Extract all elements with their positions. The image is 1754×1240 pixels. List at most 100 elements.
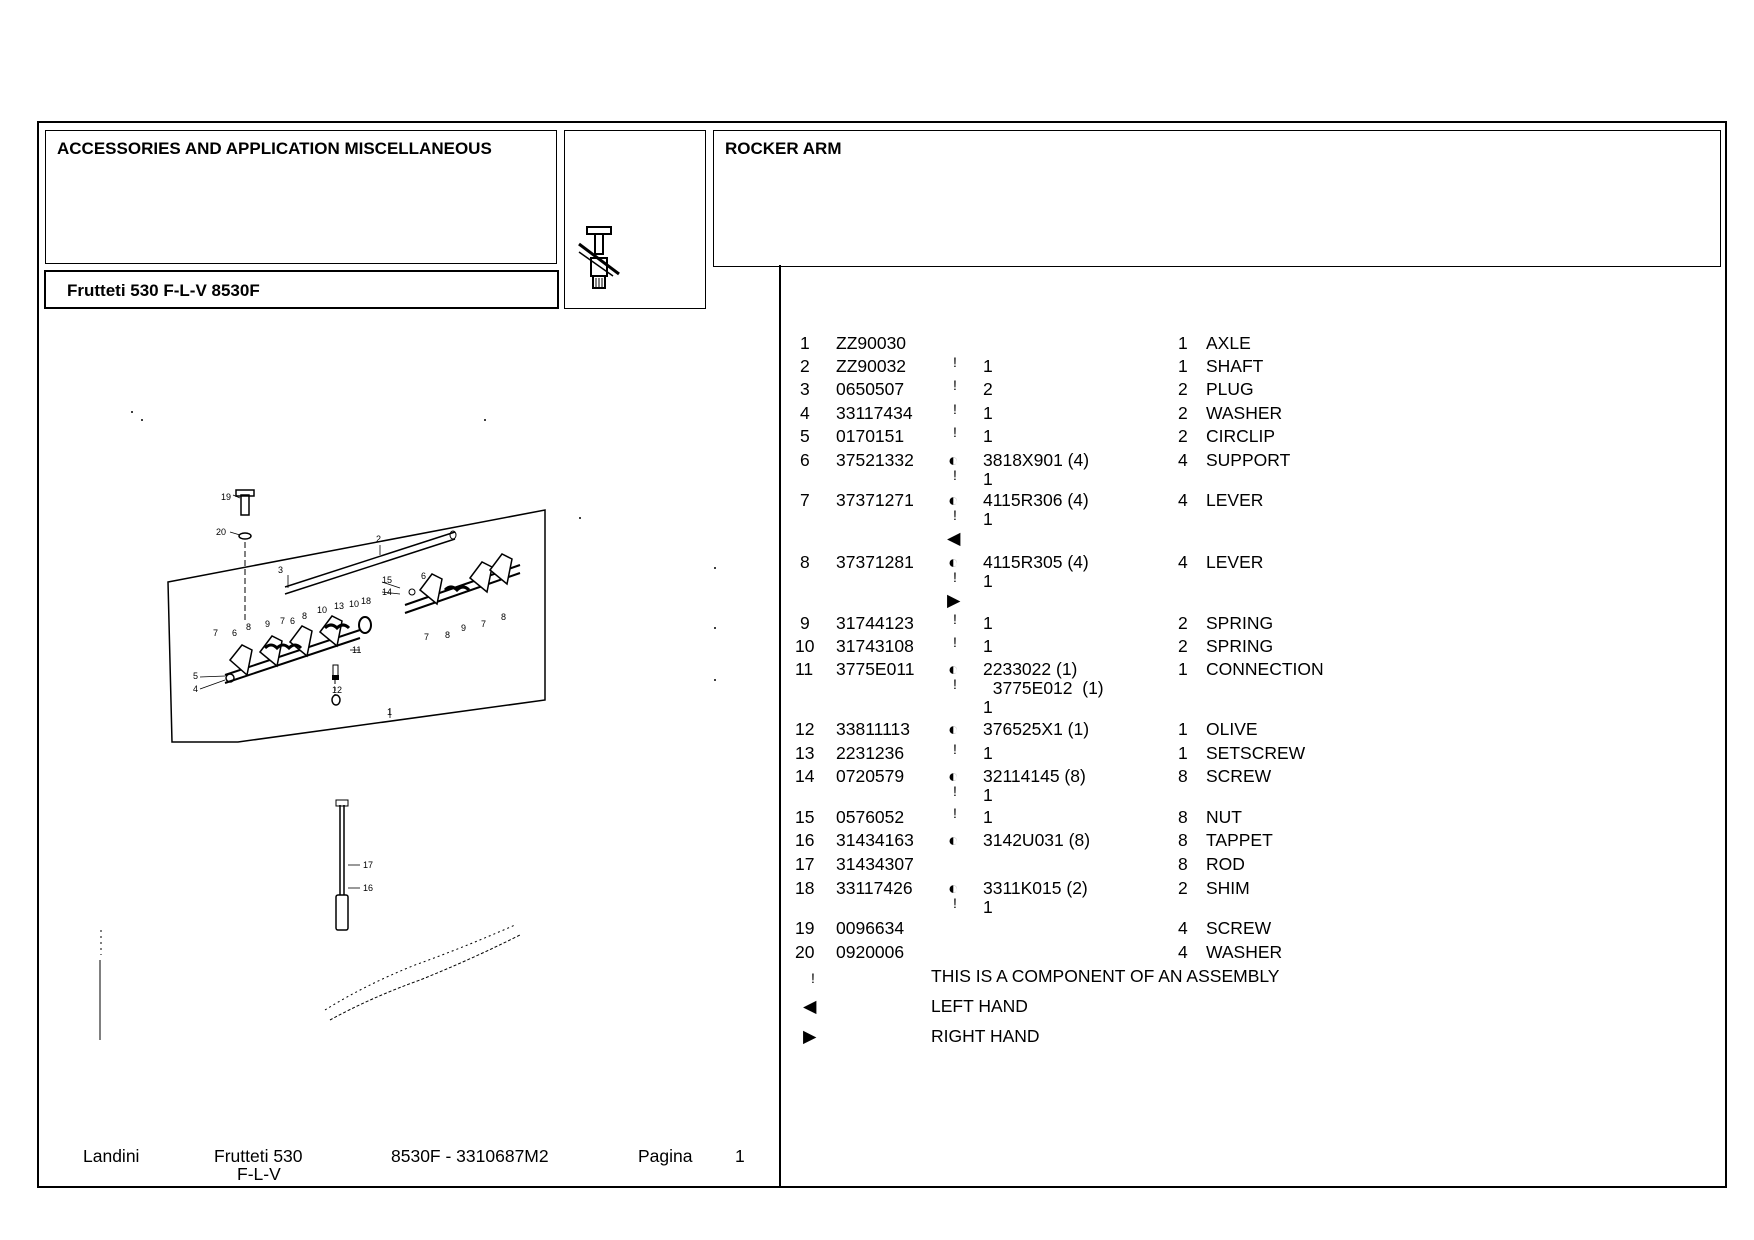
callout-8b: 8 bbox=[302, 611, 308, 621]
part-qty: 4 bbox=[1178, 552, 1188, 572]
part-ref: 8 bbox=[800, 552, 810, 572]
part-number: 0096634 bbox=[836, 918, 905, 938]
part-ref: 5 bbox=[800, 426, 810, 446]
part-description: SUPPORT bbox=[1206, 450, 1291, 470]
part-qty: 4 bbox=[1178, 918, 1188, 938]
part-qty: 8 bbox=[1178, 807, 1188, 827]
part-description: PLUG bbox=[1206, 379, 1254, 399]
callout-17: 17 bbox=[363, 860, 374, 870]
part-qty: 8 bbox=[1178, 766, 1188, 786]
assembly-mark: ! bbox=[811, 970, 815, 986]
part-qty: 2 bbox=[1178, 403, 1188, 423]
part-alt: 32114145 (8) bbox=[983, 766, 1086, 786]
part-description: NUT bbox=[1206, 807, 1242, 827]
part-qty: 4 bbox=[1178, 942, 1188, 962]
footer-page-label: Pagina bbox=[638, 1146, 693, 1166]
part-description: WASHER bbox=[1206, 942, 1283, 962]
part-ref: 17 bbox=[795, 854, 815, 874]
part-ref: 9 bbox=[800, 613, 810, 633]
callout-10b: 10 bbox=[349, 599, 360, 609]
callout-7d: 7 bbox=[481, 619, 487, 629]
part-alt: 1 bbox=[983, 613, 993, 633]
part-number: 2231236 bbox=[836, 743, 905, 763]
part-ref: 19 bbox=[795, 918, 815, 938]
footer-brand: Landini bbox=[83, 1146, 140, 1166]
part-description: SETSCREW bbox=[1206, 743, 1306, 763]
part-ref: 14 bbox=[795, 766, 815, 786]
callout-11: 11 bbox=[352, 645, 362, 655]
callout-18: 18 bbox=[361, 596, 372, 606]
assembly-mark: ! bbox=[953, 611, 957, 627]
alternative-icon: ◐ bbox=[948, 552, 959, 572]
assembly-mark: ! bbox=[953, 401, 957, 417]
part-ref: 3 bbox=[800, 379, 810, 399]
part-description: CONNECTION bbox=[1206, 659, 1324, 679]
assembly-mark: ! bbox=[953, 507, 957, 523]
part-number: 31434163 bbox=[836, 830, 914, 850]
callout-5: 5 bbox=[193, 671, 199, 681]
assembly-mark: ! bbox=[953, 377, 957, 393]
part-qty: 4 bbox=[1178, 450, 1188, 470]
part-description: CIRCLIP bbox=[1206, 426, 1276, 446]
alternative-icon: ◐ bbox=[948, 450, 959, 470]
group-title: ROCKER ARM bbox=[725, 139, 842, 158]
part-qty: 2 bbox=[1178, 878, 1188, 898]
part-alt: 4115R306 (4) bbox=[983, 490, 1089, 510]
part-qty: 8 bbox=[1178, 830, 1188, 850]
part-description: SCREW bbox=[1206, 918, 1272, 938]
callout-6c: 6 bbox=[290, 616, 296, 626]
part-ref: 4 bbox=[800, 403, 810, 423]
callout-7a: 7 bbox=[213, 628, 219, 638]
part-number: 37371281 bbox=[836, 552, 914, 572]
part-number: ZZ90032 bbox=[836, 356, 907, 376]
part-alt: 2233022 (1) bbox=[983, 659, 1078, 679]
part-alt: 1 bbox=[983, 509, 993, 529]
part-qty: 2 bbox=[1178, 613, 1188, 633]
callout-15: 15 bbox=[382, 575, 393, 585]
callout-10a: 10 bbox=[317, 605, 328, 615]
part-qty: 2 bbox=[1178, 426, 1188, 446]
part-ref: 20 bbox=[795, 942, 815, 962]
part-number: 33117434 bbox=[836, 403, 913, 423]
model-title: Frutteti 530 F-L-V 8530F bbox=[67, 281, 260, 300]
part-ref: 13 bbox=[795, 743, 815, 763]
section-title-box: ACCESSORIES AND APPLICATION MISCELLANEOU… bbox=[45, 130, 557, 264]
part-qty: 1 bbox=[1178, 719, 1188, 739]
part-number: 31744123 bbox=[836, 613, 914, 633]
alternative-icon: ◐ bbox=[948, 719, 959, 739]
part-ref: 6 bbox=[800, 450, 810, 470]
part-alt: 1 bbox=[983, 571, 993, 591]
section-title: ACCESSORIES AND APPLICATION MISCELLANEOU… bbox=[57, 139, 492, 158]
legend-text: THIS IS A COMPONENT OF AN ASSEMBLY bbox=[931, 966, 1280, 986]
assembly-mark: ! bbox=[953, 467, 957, 483]
part-number: 0170151 bbox=[836, 426, 905, 446]
part-description: LEVER bbox=[1206, 552, 1264, 572]
part-qty: 1 bbox=[1178, 743, 1188, 763]
part-alt: 1 bbox=[983, 636, 993, 656]
part-description: SHIM bbox=[1206, 878, 1250, 898]
part-qty: 4 bbox=[1178, 490, 1188, 510]
assembly-mark: ! bbox=[953, 424, 957, 440]
part-alt: 1 bbox=[983, 426, 993, 446]
part-number: 37371271 bbox=[836, 490, 914, 510]
part-number: 31743108 bbox=[836, 636, 914, 656]
callout-14: 14 bbox=[382, 587, 393, 597]
callout-3: 3 bbox=[278, 565, 284, 575]
alternative-icon: ◐ bbox=[948, 830, 959, 850]
part-description: OLIVE bbox=[1206, 719, 1258, 739]
part-number: 3775E011 bbox=[836, 659, 915, 679]
part-alt: 1 bbox=[983, 743, 993, 763]
part-alt: 1 bbox=[983, 897, 993, 917]
callout-13: 13 bbox=[334, 601, 345, 611]
assembly-mark: ! bbox=[953, 354, 957, 370]
part-description: LEVER bbox=[1206, 490, 1264, 510]
part-ref: 15 bbox=[795, 807, 815, 827]
footer-code: 8530F - 3310687M2 bbox=[391, 1146, 549, 1166]
assembly-mark: ! bbox=[953, 895, 957, 911]
part-alt: 1 bbox=[983, 697, 993, 717]
part-qty: 8 bbox=[1178, 854, 1188, 874]
right-hand-icon: ▶ bbox=[803, 1026, 817, 1046]
footer-model-line2: F-L-V bbox=[237, 1164, 281, 1184]
part-number: 33811113 bbox=[836, 719, 910, 739]
part-ref: 18 bbox=[795, 878, 815, 898]
